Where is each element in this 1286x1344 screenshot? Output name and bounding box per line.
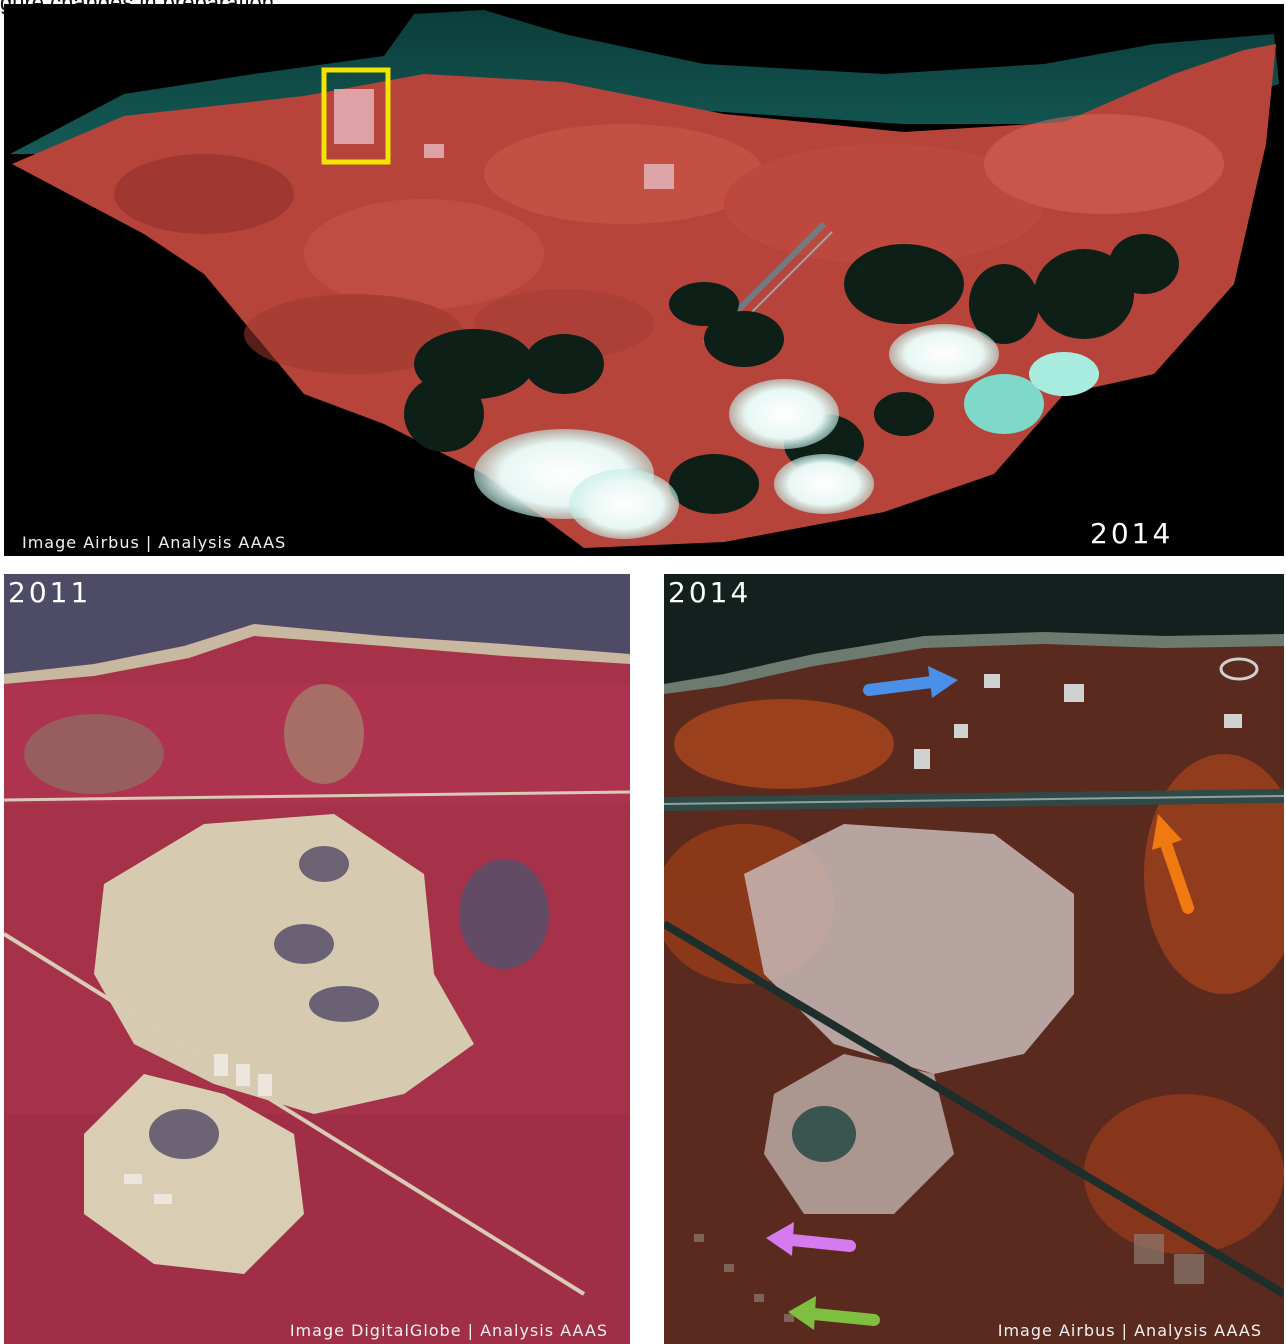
orange-arrow [1152,814,1194,914]
settlement [334,89,674,189]
road [4,790,630,802]
overview-credit: Image Airbus | Analysis AAAS [22,533,287,552]
site-2011-credit: Image DigitalGlobe | Analysis AAAS [289,1321,608,1340]
cleared-area [94,814,474,1114]
dark-patch [792,1106,856,1162]
vegetation-texture [114,114,1224,374]
overview-year-label: 2014 [1090,517,1174,550]
sea-area [664,574,1284,684]
village [694,1234,1204,1322]
violet-arrow [766,1222,856,1256]
blue-arrow [863,666,958,698]
circular-track [1219,657,1259,681]
diagonal-road [664,920,1284,1298]
site-image-2011: 2011 Image DigitalGlobe | Analysis AAAS [4,574,630,1344]
cleared-area [744,824,1074,1074]
green-arrow [788,1296,880,1330]
area-highlight-box [321,67,391,165]
overview-satellite-image: Image Airbus | Analysis AAAS 2014 [4,4,1284,556]
site-2011-year-label: 2011 [8,576,92,609]
sea-area [4,574,630,674]
clouds [474,324,1099,539]
sea-area [10,10,1279,154]
overview-image-canvas [10,10,1279,548]
site-image-2014: 2014 Image Airbus | Analysis AAAS [664,574,1284,1344]
site-2014-credit: Image Airbus | Analysis AAAS [997,1321,1262,1340]
site-2011-canvas [4,574,630,1344]
site-2014-canvas [664,574,1284,1330]
buildings [124,1054,272,1204]
dark-patches [149,846,549,1159]
diagonal-road [4,932,586,1296]
compound-buildings [914,674,1242,769]
site-2014-year-label: 2014 [668,576,752,609]
vegetation-texture [664,699,1284,1254]
